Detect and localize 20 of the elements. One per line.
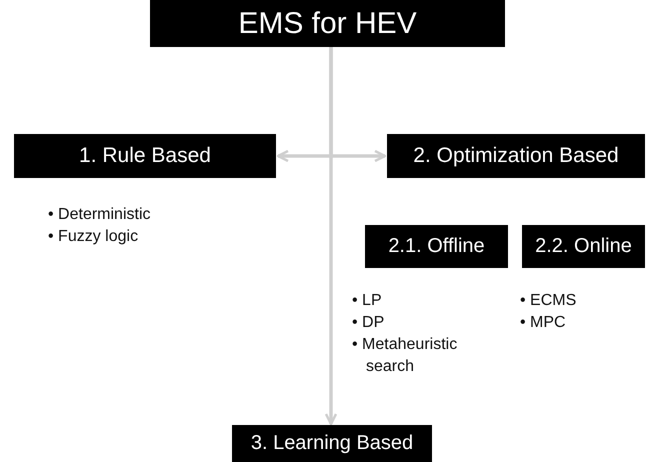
connector-arrow [324,47,338,426]
category-box [14,134,276,178]
category-title: 2.2. Online [535,235,632,258]
category-title: 2.1. Offline [388,235,485,258]
category-box [232,425,432,462]
category-title: 1. Rule Based [79,144,211,168]
category-title: EMS for HEV [238,6,417,40]
list-item: • Metaheuristic search [352,335,458,377]
category-title: 2. Optimization Based [413,144,619,168]
list-item: • Fuzzy logic [48,227,140,247]
list-item: • ECMS [520,291,578,311]
category-box [522,225,645,268]
category-box [365,225,508,268]
category-box [150,0,505,47]
list-item: • LP [352,291,383,311]
category-title: 3. Learning Based [250,432,414,455]
list-item: • MPC [520,313,567,333]
list-item: • DP [352,313,386,333]
category-box [387,134,645,178]
list-item: • Deterministic [48,205,152,225]
